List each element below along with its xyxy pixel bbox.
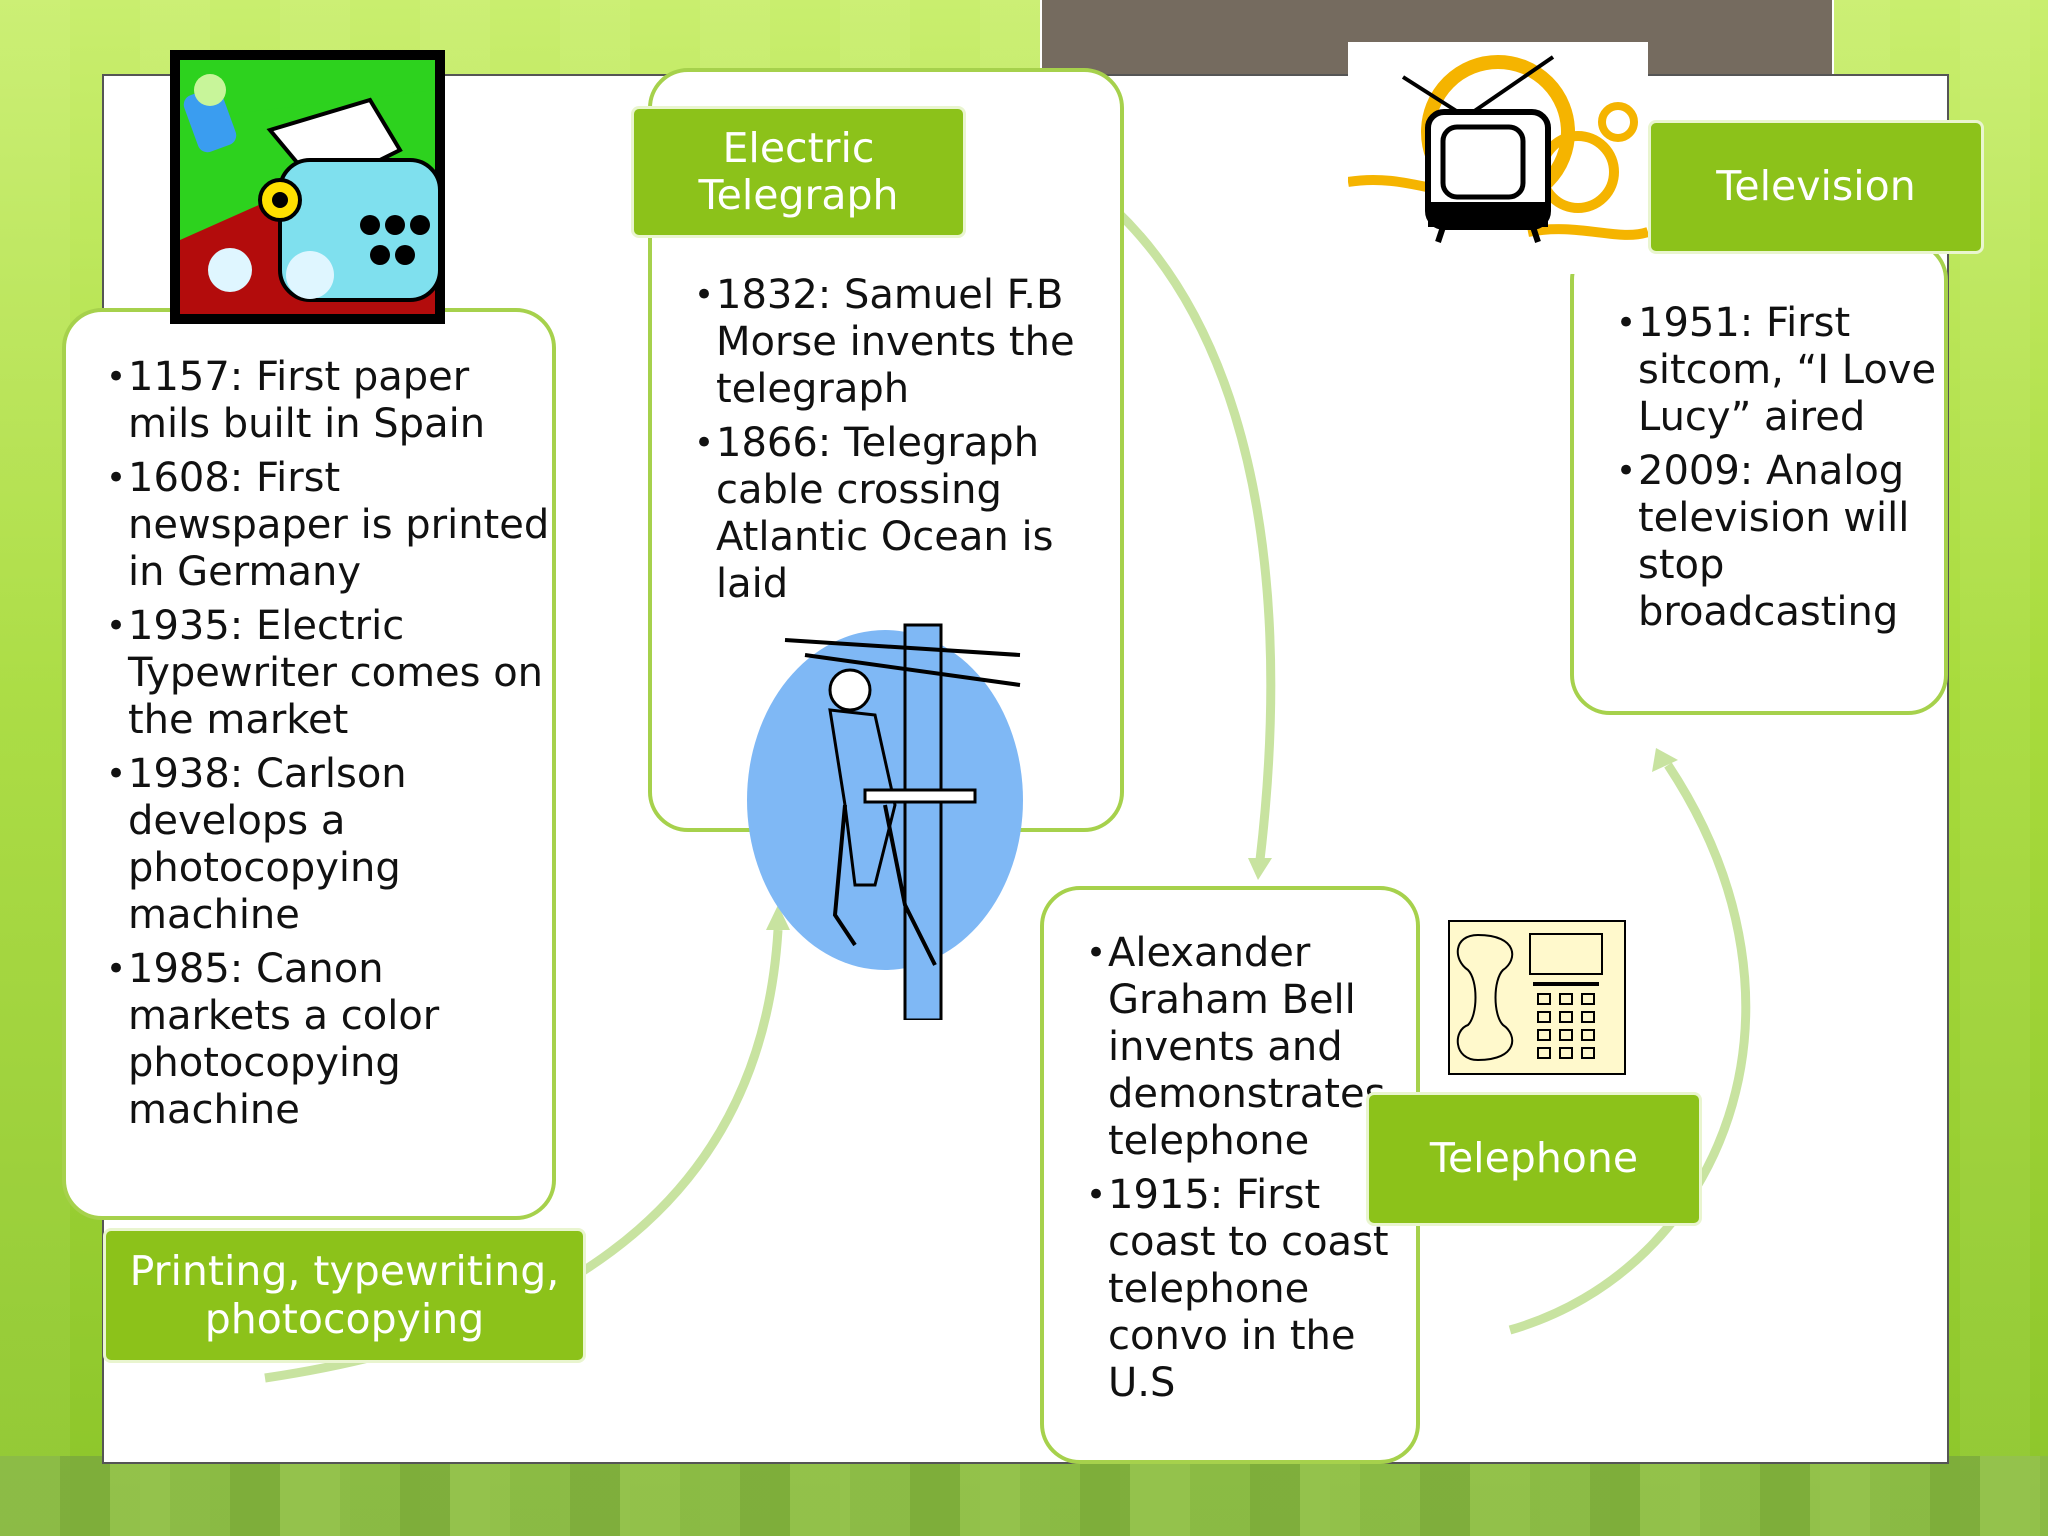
- telegraph-bullets: 1832: Samuel F.B Morse invents the teleg…: [694, 272, 1100, 608]
- telephone-bullet-1: Alexander Graham Bell invents and demons…: [1086, 930, 1416, 1165]
- typewriter-clipart: [170, 50, 445, 324]
- telegraph-bullet-2: 1866: Telegraph cable crossing Atlantic …: [694, 420, 1100, 608]
- lineman-on-pole-clipart: [747, 623, 1023, 1020]
- television-bullet-2: 2009: Analog television will stop broadc…: [1616, 448, 1944, 636]
- printing-bullets: 1157: First paper mils built in Spain 16…: [106, 354, 552, 1134]
- printing-bullet-3: 1935: Electric Typewriter comes on the m…: [106, 603, 552, 744]
- printing-bullet-1: 1157: First paper mils built in Spain: [106, 354, 552, 448]
- telephone-bullets: Alexander Graham Bell invents and demons…: [1086, 930, 1416, 1407]
- television-clipart: [1348, 42, 1648, 274]
- television-panel: 1951: First sitcom, “I Love Lucy” aired …: [1570, 240, 1948, 715]
- telephone-bullet-2: 1915: First coast to coast telephone con…: [1086, 1172, 1416, 1407]
- printing-bullet-4: 1938: Carlson develops a photocopying ma…: [106, 751, 552, 939]
- printing-bullet-2: 1608: First newspaper is printed in Germ…: [106, 455, 552, 596]
- printing-panel: 1157: First paper mils built in Spain 16…: [62, 308, 556, 1220]
- telegraph-label: Electric Telegraph: [631, 106, 966, 238]
- telegraph-bullet-1: 1832: Samuel F.B Morse invents the teleg…: [694, 272, 1100, 413]
- television-bullets: 1951: First sitcom, “I Love Lucy” aired …: [1616, 300, 1944, 636]
- printing-label: Printing, typewriting, photocopying: [103, 1228, 586, 1363]
- telephone-clipart: [1448, 920, 1626, 1075]
- telephone-label: Telephone: [1366, 1092, 1702, 1226]
- telephone-panel: Alexander Graham Bell invents and demons…: [1040, 886, 1420, 1464]
- television-label: Television: [1648, 120, 1984, 254]
- background-band: [0, 1456, 2048, 1536]
- television-bullet-1: 1951: First sitcom, “I Love Lucy” aired: [1616, 300, 1944, 441]
- printing-bullet-5: 1985: Canon markets a color photocopying…: [106, 946, 552, 1134]
